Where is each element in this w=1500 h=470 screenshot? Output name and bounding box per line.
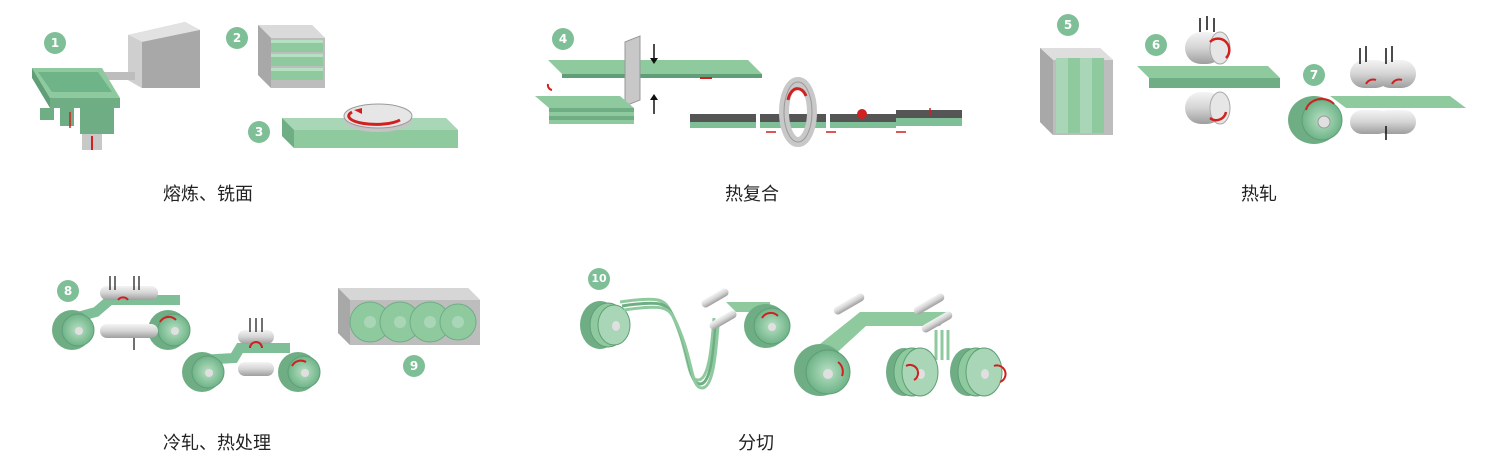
step-badge-3: 3 [248, 121, 270, 143]
step-badge-2: 2 [226, 27, 248, 49]
step4-hot-cladding [535, 35, 962, 147]
step-badge-4: 4 [552, 28, 574, 50]
step-badge-1: 1 [44, 32, 66, 54]
step1-melting-furnace [32, 22, 200, 150]
caption-cold-rolling-heat-treatment: 冷轧、热处理 [163, 433, 271, 454]
caption-slitting: 分切 [738, 433, 774, 454]
step-badge-9: 9 [403, 355, 425, 377]
caption-hot-cladding: 热复合 [725, 184, 779, 205]
caption-hot-rolling: 热轧 [1241, 184, 1277, 205]
step3-milling [282, 103, 458, 148]
step-badge-6: 6 [1145, 34, 1167, 56]
step10-slitting [580, 288, 1007, 397]
step-badge-7: 7 [1303, 64, 1325, 86]
step2-slab-stack [258, 25, 325, 88]
step-badge-8: 8 [57, 280, 79, 302]
step8-cold-rolling [52, 276, 321, 392]
step-badge-10: 10 [588, 268, 610, 290]
step7-hot-coiling [1288, 46, 1466, 144]
step6-hot-rolling [1137, 16, 1280, 125]
caption-melting-milling: 熔炼、铣面 [163, 184, 253, 205]
step5-heating-box [1040, 48, 1113, 135]
step-badge-5: 5 [1057, 14, 1079, 36]
step9-annealing-furnace [338, 288, 480, 345]
